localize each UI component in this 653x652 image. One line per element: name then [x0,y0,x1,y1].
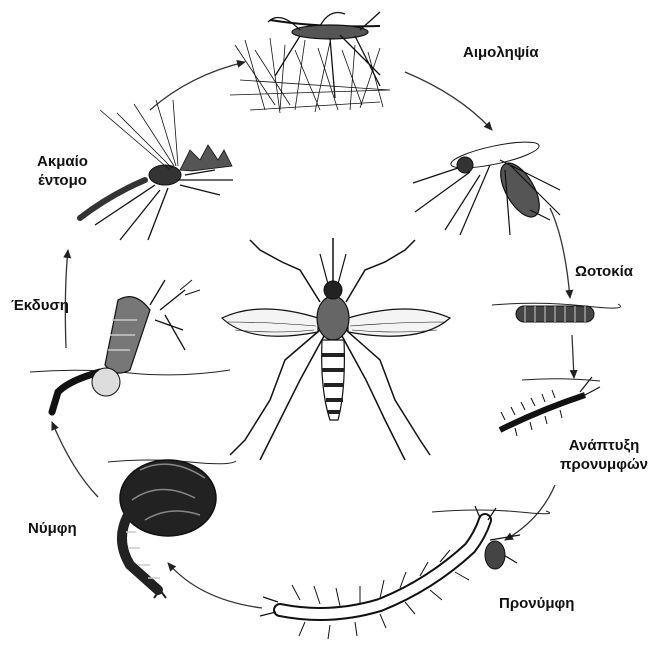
label-larval-development-line1: Ανάπτυξη [558,436,650,455]
label-larval-development-line2: προνυμφών [558,455,650,474]
label-blood-meal: Αιμοληψία [463,43,539,62]
arrow-feeding-to-eggs [550,208,570,298]
label-adult: Ακμαίο έντομο [25,152,100,190]
arrow-larva-to-pupa [168,563,262,608]
engorged-mosquito-illustration [413,137,560,235]
label-egg-laying: Ωοτοκία [575,262,633,281]
label-adult-line1: Ακμαίο [25,152,100,171]
blood-meal-mosquito-illustration [230,12,390,113]
label-larva: Προνύμφη [499,594,574,613]
central-mosquito-illustration [222,238,450,460]
larva-illustration [260,506,520,639]
egg-raft-illustration [516,306,594,322]
label-adult-line2: έντομο [25,171,100,190]
young-larvae-illustration [500,377,600,436]
adult-mosquito-illustration [80,100,233,240]
arrow-bloodmeal-to-feeding [405,72,492,130]
arrow-eggs-to-larvae [572,335,574,378]
pupa-illustration [120,460,216,598]
emerging-adult-illustration [52,280,200,412]
label-emergence: Έκδυση [11,296,69,315]
arrow-adult-to-bloodmeal [150,62,245,110]
arrow-pupa-to-emergence [52,422,98,497]
label-larval-development: Ανάπτυξη προνυμφών [558,436,650,474]
label-pupa: Νύμφη [28,519,77,538]
